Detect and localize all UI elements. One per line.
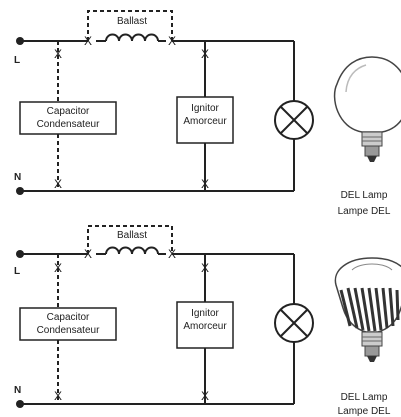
led-bulb-icon (333, 56, 401, 163)
cut-mark: X (54, 389, 62, 403)
wiring (20, 253, 295, 405)
capacitor: Capacitor Condensateur (19, 101, 117, 135)
cut-mark: X (201, 177, 209, 191)
circuit-2: L N Ballast Capacitor Condensateur Ignit… (14, 225, 401, 417)
lamp-symbol (274, 100, 314, 140)
lamp-caption-en: DEL Lamp (341, 190, 388, 201)
neutral-terminal (16, 187, 24, 195)
ignitor-label-en: Ignitor (191, 103, 219, 114)
line-terminal (16, 37, 24, 45)
ballast: Ballast (96, 230, 166, 255)
capacitor-label-fr: Condensateur (37, 119, 100, 130)
line-label: L (14, 266, 20, 277)
ballast-label: Ballast (117, 16, 147, 27)
cut-mark: X (54, 177, 62, 191)
removed-wiring (57, 10, 173, 191)
ballast-label: Ballast (117, 230, 147, 241)
neutral-terminal (16, 400, 24, 408)
ignitor: Ignitor Amorceur (176, 301, 234, 349)
line-terminal (16, 250, 24, 258)
cut-marks: X X X X X X (54, 247, 209, 403)
cut-mark: X (84, 247, 92, 261)
capacitor-label-en: Capacitor (47, 312, 90, 323)
ignitor-label-en: Ignitor (191, 308, 219, 319)
led-bulb-icon (333, 256, 401, 364)
cut-marks: X X X X X X (54, 34, 209, 191)
ignitor: Ignitor Amorceur (176, 96, 234, 144)
capacitor: Capacitor Condensateur (19, 307, 117, 341)
removed-wiring (57, 225, 173, 404)
lamp-symbol (274, 303, 314, 343)
cut-mark: X (201, 47, 209, 61)
ballast: Ballast (96, 16, 166, 42)
cut-mark: X (201, 389, 209, 403)
lamp-caption-fr: Lampe DEL (338, 406, 391, 417)
ignitor-label-fr: Amorceur (183, 321, 227, 332)
ignitor-label-fr: Amorceur (183, 116, 227, 127)
capacitor-label-en: Capacitor (47, 106, 90, 117)
lamp-caption-en: DEL Lamp (341, 392, 388, 403)
circuit-1: L N Ballast Capacitor Condensateur Ignit… (14, 10, 401, 217)
neutral-label: N (14, 172, 21, 183)
wiring (20, 40, 295, 192)
cut-mark: X (54, 261, 62, 275)
lamp-caption-fr: Lampe DEL (338, 206, 391, 217)
cut-mark: X (84, 34, 92, 48)
cut-mark: X (201, 261, 209, 275)
cut-mark: X (168, 247, 176, 261)
capacitor-label-fr: Condensateur (37, 325, 100, 336)
cut-mark: X (168, 34, 176, 48)
neutral-label: N (14, 385, 21, 396)
cut-mark: X (54, 47, 62, 61)
line-label: L (14, 55, 20, 66)
